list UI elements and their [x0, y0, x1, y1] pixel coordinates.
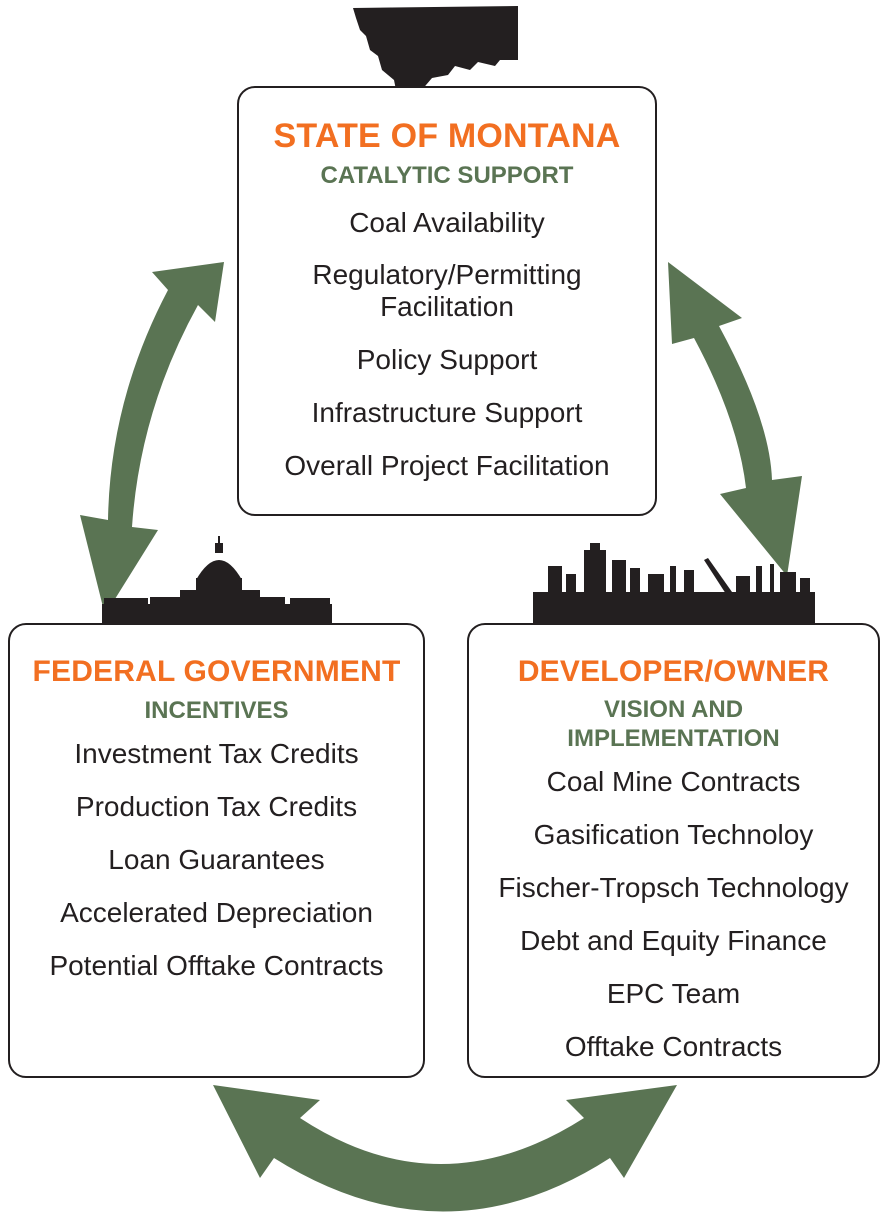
developer-title: DEVELOPER/OWNER [517, 655, 830, 688]
developer-item: Gasification Technoloy [533, 819, 814, 850]
state-of-montana-box: STATE OF MONTANA CATALYTIC SUPPORT Coal … [237, 86, 657, 516]
developer-item: Fischer-Tropsch Technology [498, 872, 849, 903]
arrow-federal-developer [213, 1085, 677, 1212]
developer-item: Offtake Contracts [564, 1031, 783, 1062]
arrow-state-federal [80, 262, 224, 615]
developer-owner-box: DEVELOPER/OWNER VISION AND IMPLEMENTATIO… [467, 623, 880, 1078]
federal-item: Production Tax Credits [75, 791, 358, 822]
state-item: Regulatory/Permitting Facilitation [312, 259, 582, 322]
industrial-plant-skyline-icon [533, 543, 815, 624]
federal-items-list: Investment Tax Credits Production Tax Cr… [10, 737, 423, 982]
state-title: STATE OF MONTANA [273, 117, 621, 155]
federal-title: FEDERAL GOVERNMENT [32, 655, 401, 688]
developer-subtitle: VISION AND IMPLEMENTATION [567, 696, 780, 752]
federal-government-box: FEDERAL GOVERNMENT INCENTIVES Investment… [8, 623, 425, 1078]
state-subtitle: CATALYTIC SUPPORT [320, 162, 574, 189]
federal-item: Investment Tax Credits [74, 738, 359, 769]
state-item: Infrastructure Support [311, 397, 583, 428]
state-item: Policy Support [356, 344, 538, 375]
federal-item: Loan Guarantees [108, 844, 325, 875]
capitol-building-icon [102, 536, 332, 624]
state-item: Overall Project Facilitation [284, 450, 610, 481]
developer-item: EPC Team [606, 978, 741, 1009]
federal-item: Accelerated Depreciation [60, 897, 373, 928]
montana-state-outline-icon [353, 6, 518, 96]
federal-item: Potential Offtake Contracts [49, 950, 384, 981]
arrow-state-developer [668, 262, 802, 576]
federal-subtitle: INCENTIVES [144, 697, 289, 724]
developer-items-list: Coal Mine Contracts Gasification Technol… [469, 765, 878, 1063]
developer-item: Coal Mine Contracts [546, 766, 801, 797]
developer-item: Debt and Equity Finance [520, 925, 827, 956]
state-items-list: Coal Availability Regulatory/Permitting … [239, 206, 655, 482]
state-item: Coal Availability [349, 207, 545, 238]
